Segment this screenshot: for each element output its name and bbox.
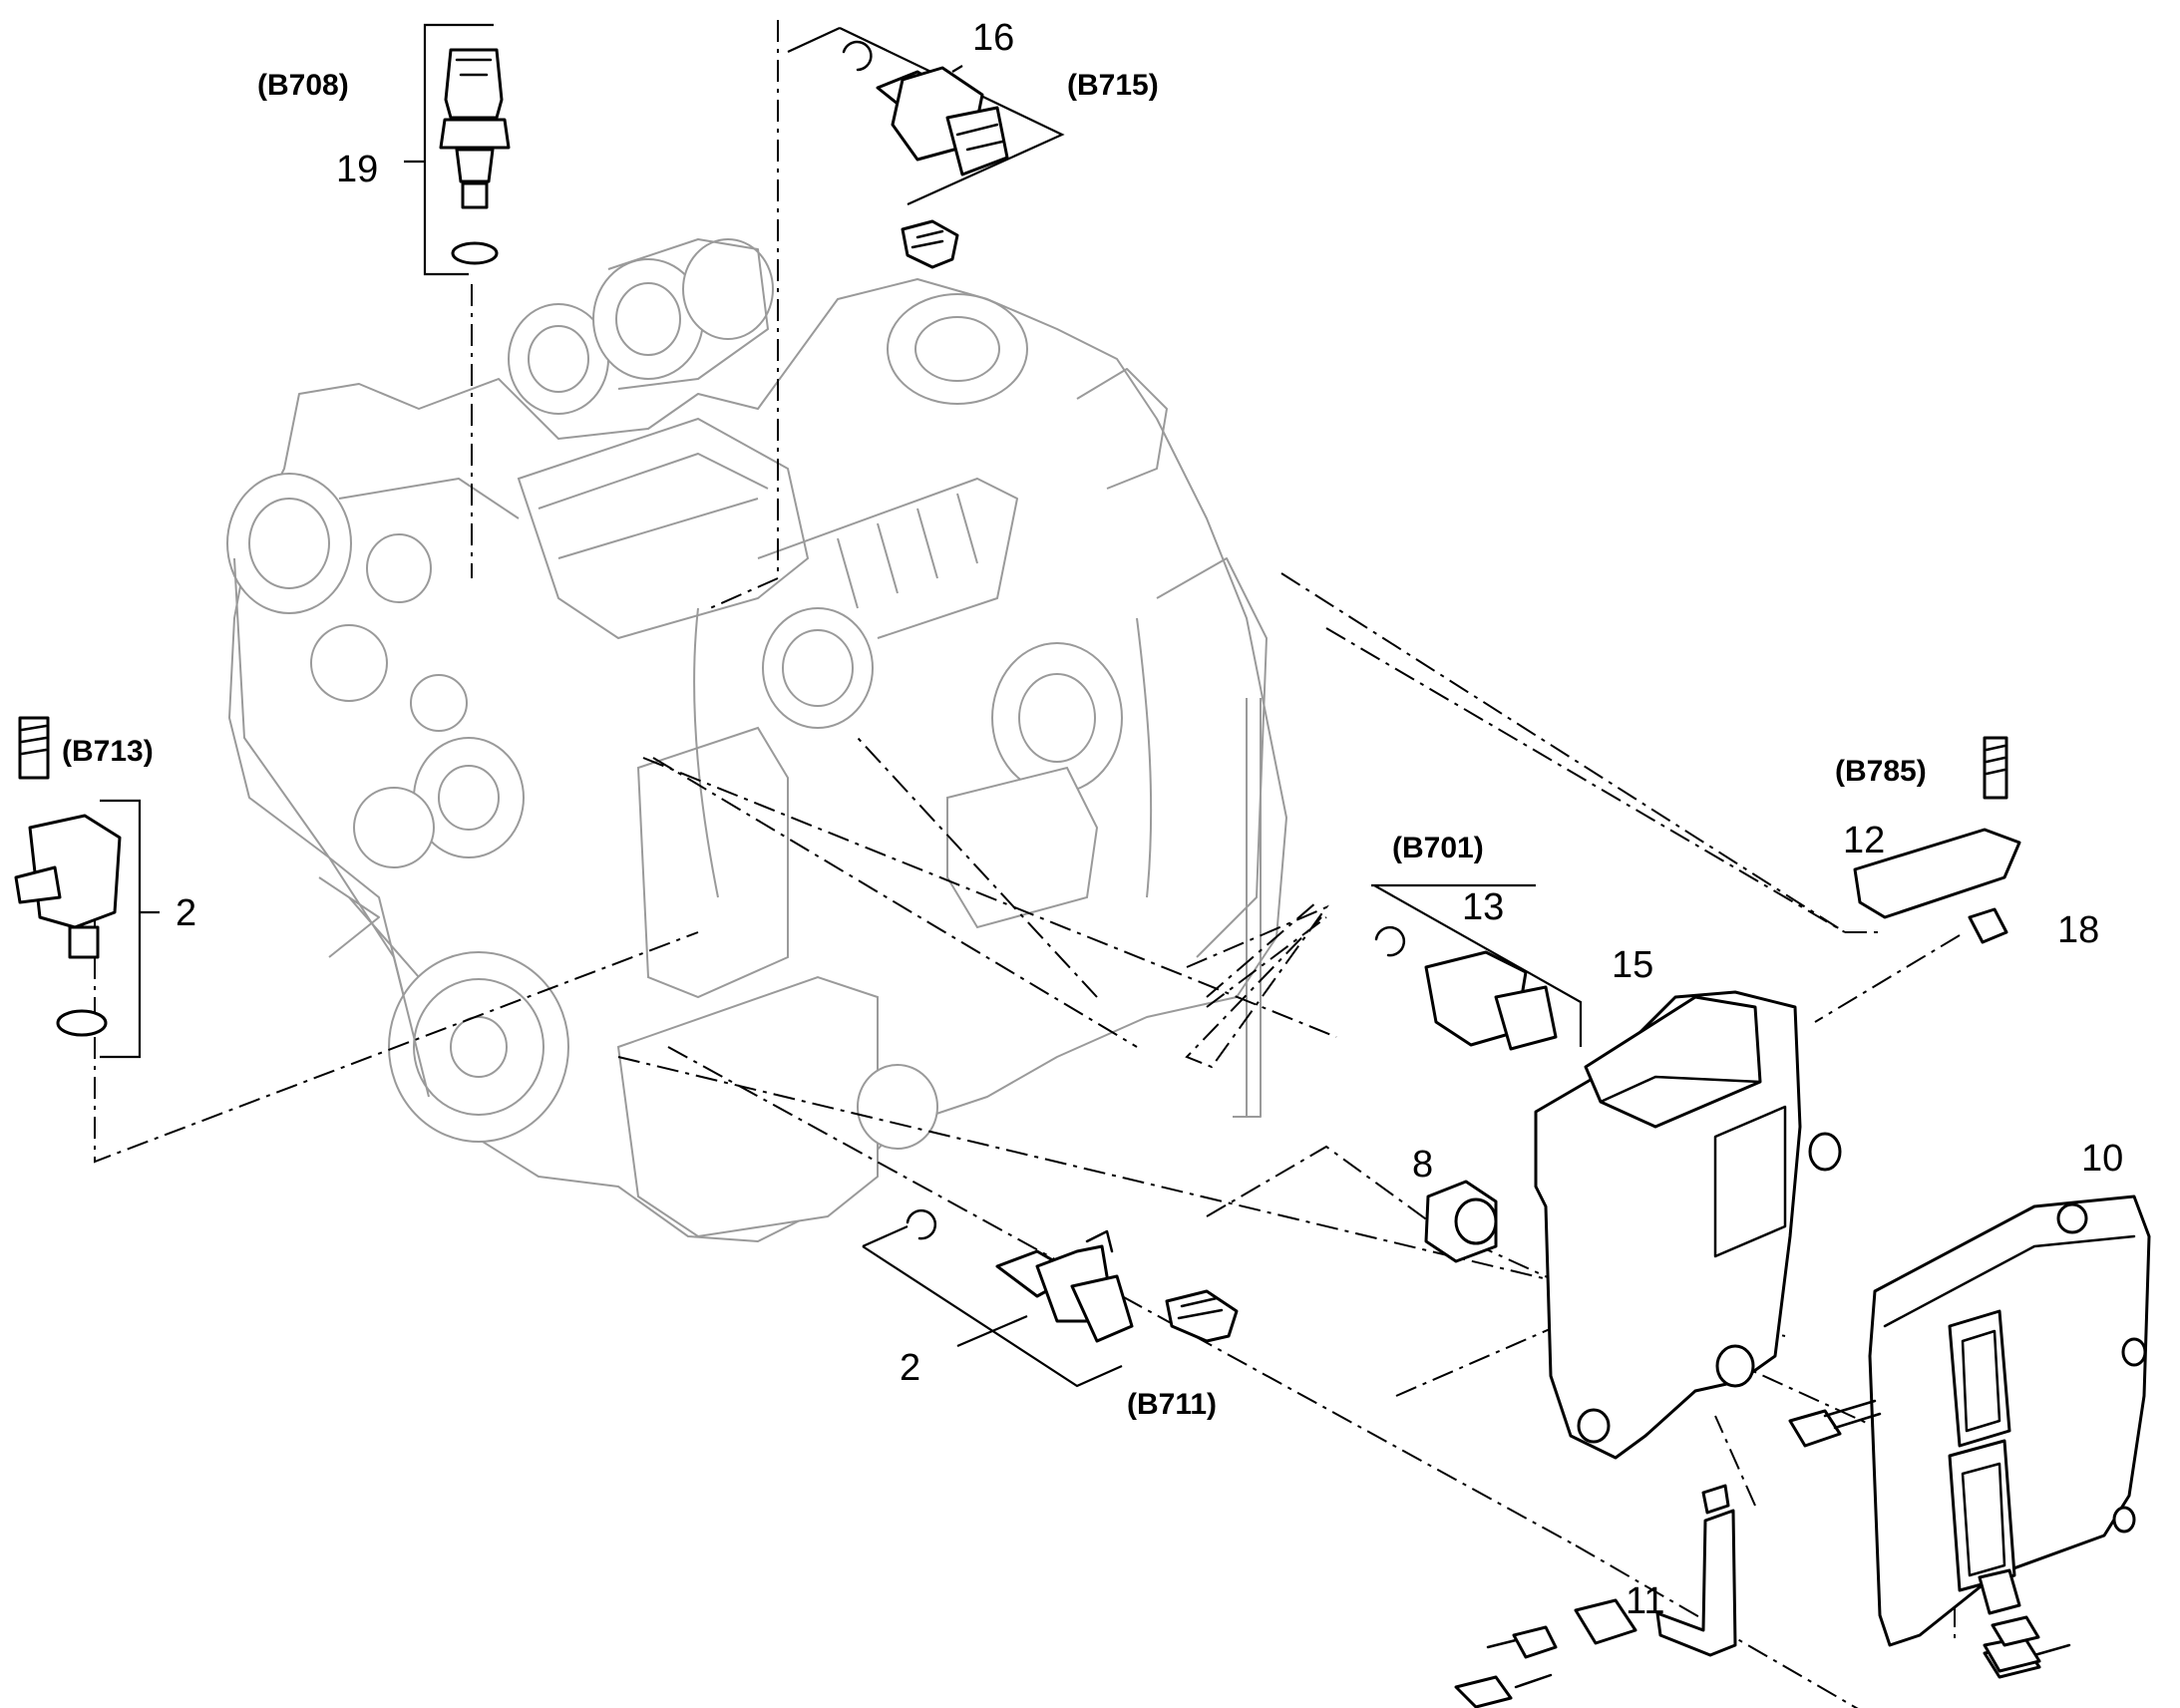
- ground-strap[interactable]: [1454, 1484, 1737, 1708]
- label-19: 19: [336, 149, 378, 190]
- ecu-mounting-plate[interactable]: [1534, 990, 1842, 1460]
- label-12: 12: [1843, 820, 1885, 861]
- label-b713: (B713): [62, 735, 154, 768]
- sensor-b785[interactable]: [1853, 736, 2021, 944]
- label-15: 15: [1612, 944, 1653, 986]
- label-2-left: 2: [176, 892, 196, 934]
- camshaft-sensor-b713[interactable]: [14, 716, 122, 1037]
- temperature-sensor-b708[interactable]: [439, 48, 511, 265]
- speed-sensor-b715[interactable]: [842, 40, 1009, 269]
- label-8: 8: [1412, 1144, 1433, 1186]
- label-13: 13: [1462, 886, 1504, 928]
- label-2-bottom: 2: [900, 1347, 920, 1389]
- crankshaft-sensor-b711[interactable]: [906, 1208, 1239, 1343]
- ecu-module[interactable]: [1868, 1195, 2151, 1679]
- mounting-screws: [1788, 1399, 2041, 1673]
- label-10: 10: [2081, 1138, 2123, 1180]
- sensor-b701[interactable]: [1374, 925, 1558, 1051]
- label-18: 18: [2057, 909, 2099, 951]
- label-b701: (B701): [1392, 832, 1484, 864]
- label-11: 11: [1626, 1580, 1664, 1622]
- rubber-grommet[interactable]: [1424, 1180, 1498, 1263]
- label-b785: (B785): [1835, 755, 1927, 788]
- label-16: 16: [972, 17, 1014, 59]
- label-b711: (B711): [1127, 1388, 1217, 1421]
- label-b715: (B715): [1067, 69, 1159, 102]
- engine-assembly: [226, 238, 1287, 1242]
- grouping-brackets: [100, 23, 1583, 1388]
- label-b708: (B708): [257, 69, 349, 102]
- callout-labels: (B708) 19 16 (B715) (B713) 2 (B785) 12 1…: [62, 17, 2123, 1622]
